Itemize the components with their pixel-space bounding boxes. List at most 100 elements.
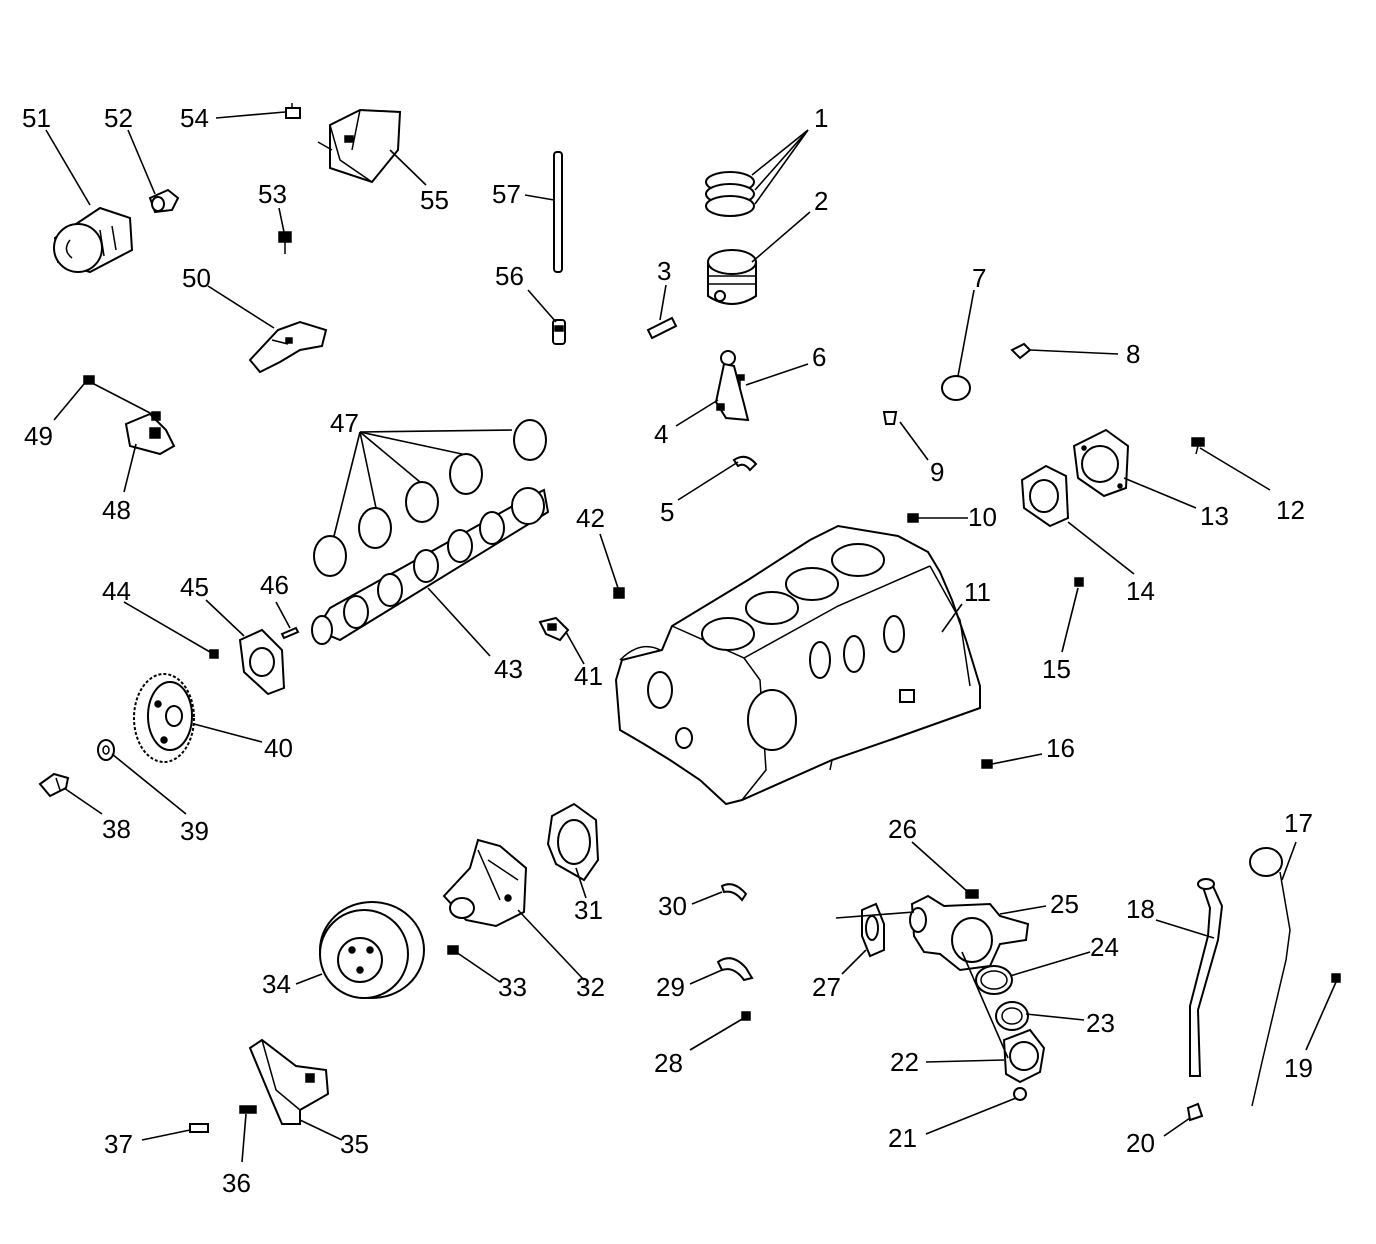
fitting-8-part (1010, 342, 1032, 360)
callout-44: 44 (102, 576, 131, 606)
main-bearing-lower-part (716, 957, 754, 982)
rear-seal-cover-part (1072, 428, 1130, 498)
callout-40: 40 (264, 733, 293, 763)
main-bearing-upper-part (720, 883, 748, 902)
callout-39: 39 (180, 816, 209, 846)
callout-37: 37 (104, 1129, 133, 1159)
crankshaft-pulley-part (319, 901, 425, 999)
callout-17: 17 (1284, 808, 1313, 838)
callout-8: 8 (1126, 339, 1140, 369)
callout-14: 14 (1126, 576, 1155, 606)
thermostat-housing-part (909, 894, 1030, 972)
callout-18: 18 (1126, 894, 1155, 924)
valve-lifter-part (552, 319, 566, 345)
callout-25: 25 (1050, 889, 1079, 919)
engine-block-part (614, 524, 981, 806)
connecting-rod-part (714, 350, 750, 422)
camshaft-part (311, 487, 550, 645)
callout-53: 53 (258, 179, 287, 209)
callout-29: 29 (656, 972, 685, 1002)
bolt-53-part (278, 231, 292, 254)
leader-lines (45, 111, 1337, 1163)
plug-21-part (1013, 1087, 1027, 1101)
bolt-33-part (447, 945, 459, 955)
callout-11: 11 (964, 577, 991, 607)
callout-22: 22 (890, 1047, 919, 1077)
callout-50: 50 (182, 263, 211, 293)
callout-34: 34 (262, 969, 291, 999)
callout-32: 32 (576, 972, 605, 1002)
callout-52: 52 (104, 103, 133, 133)
bolt-49-part (83, 375, 95, 385)
bolt-54-part (285, 103, 301, 119)
callout-5: 5 (660, 497, 674, 527)
callout-35: 35 (340, 1129, 369, 1159)
callout-2: 2 (814, 186, 828, 216)
callout-23: 23 (1086, 1008, 1115, 1038)
piston-pin-part (646, 316, 678, 340)
callout-36: 36 (222, 1168, 251, 1198)
filter-nipple-part (148, 188, 180, 214)
callout-38: 38 (102, 814, 131, 844)
plug-9-part (882, 411, 898, 425)
oil-filter-part (53, 206, 134, 274)
bracket-55-part (317, 108, 402, 184)
dipstick-part (1249, 847, 1291, 1107)
thermostat-part (995, 1001, 1029, 1031)
water-outlet-gasket-part (861, 902, 885, 958)
washer-39-part (97, 739, 115, 761)
cam-bearings-part (313, 419, 547, 577)
rod-bearing-part (732, 455, 758, 472)
callout-57: 57 (492, 179, 521, 209)
callout-42: 42 (576, 503, 605, 533)
callout-54: 54 (180, 103, 209, 133)
callout-41: 41 (574, 661, 603, 691)
callout-55: 55 (420, 185, 449, 215)
bolt-26-part (965, 889, 979, 899)
callout-56: 56 (495, 261, 524, 291)
nut-42-part (613, 587, 625, 599)
water-pump-gasket-part (546, 802, 600, 882)
temperature-sensor-part (538, 616, 570, 642)
callout-19: 19 (1284, 1053, 1313, 1083)
bracket-50-part (248, 320, 328, 374)
callout-12: 12 (1276, 495, 1305, 525)
callout-46: 46 (260, 570, 289, 600)
callout-47: 47 (330, 408, 359, 438)
callout-16: 16 (1046, 733, 1075, 763)
bolt-16-part (981, 759, 993, 769)
bolt-38-part (38, 772, 70, 798)
callout-9: 9 (930, 457, 944, 487)
callout-51: 51 (22, 103, 51, 133)
plug-20-part (1186, 1102, 1204, 1122)
callout-30: 30 (658, 891, 687, 921)
callout-1: 1 (814, 103, 828, 133)
callout-27: 27 (812, 972, 841, 1002)
plug-28-part (741, 1011, 751, 1021)
callout-labels: 51 52 54 55 53 57 1 2 3 56 50 7 8 6 49 4… (22, 103, 1313, 1198)
expansion-plug-part (941, 375, 971, 401)
callout-45: 45 (180, 572, 209, 602)
bolt-12-part (1191, 437, 1205, 455)
thermostat-cover-part (1002, 1028, 1046, 1084)
callout-24: 24 (1090, 932, 1119, 962)
belt-tensioner-part (248, 1038, 330, 1125)
thermostat-seal-part (975, 965, 1013, 995)
callout-7: 7 (972, 263, 986, 293)
callout-48: 48 (102, 495, 131, 525)
piston-part (707, 249, 757, 305)
callout-28: 28 (654, 1048, 683, 1078)
water-pump-part (442, 838, 528, 928)
callout-49: 49 (24, 421, 53, 451)
bolt-37-part (189, 1123, 209, 1133)
woodruff-key-part (280, 626, 300, 640)
cover-gasket-part (1020, 464, 1070, 528)
camshaft-sensor-part (124, 411, 176, 456)
callout-6: 6 (812, 342, 826, 372)
callout-15: 15 (1042, 654, 1071, 684)
callout-43: 43 (494, 654, 523, 684)
callout-4: 4 (654, 419, 668, 449)
callout-33: 33 (498, 972, 527, 1002)
pushrod-part (553, 151, 563, 273)
